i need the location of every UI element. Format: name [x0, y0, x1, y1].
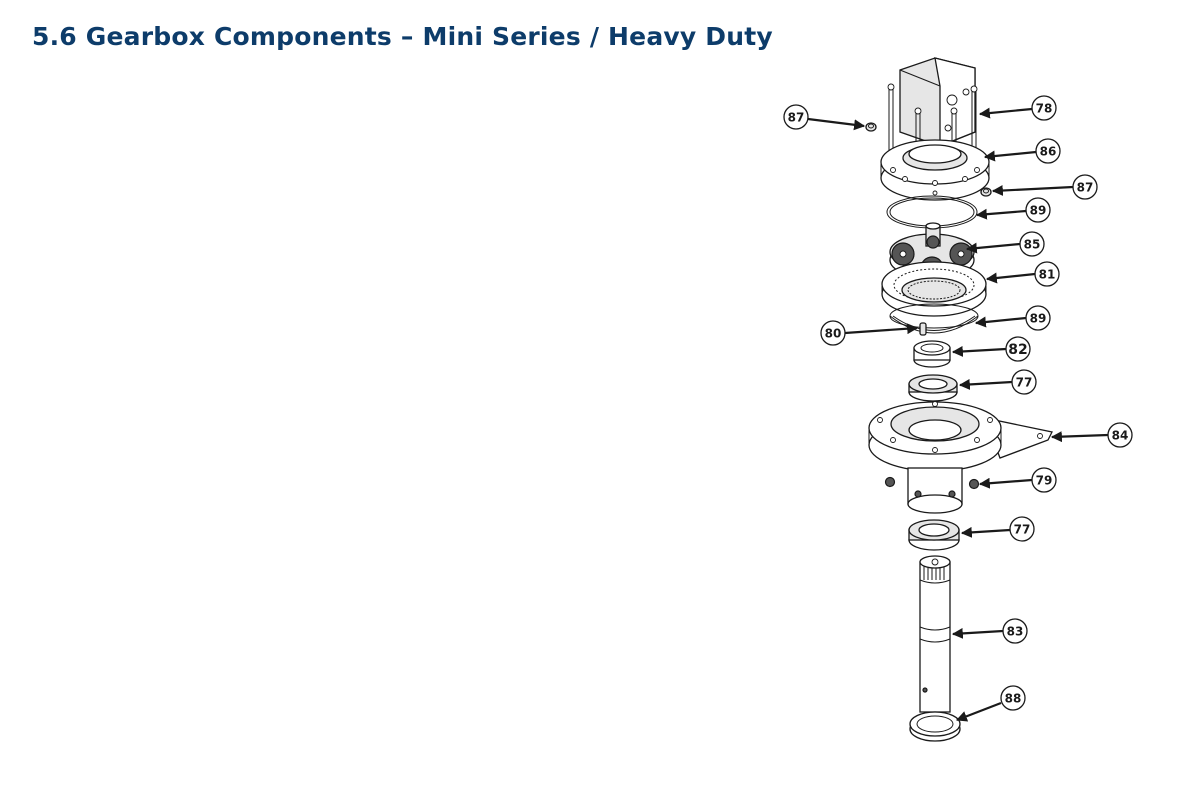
callout-89-top: 89: [1025, 197, 1051, 223]
callout-79: 79: [1031, 467, 1057, 493]
plug-left: [865, 122, 877, 132]
callout-label: 88: [1005, 692, 1022, 706]
callout-label: 77: [1014, 523, 1031, 537]
callout-label: 89: [1030, 312, 1047, 326]
callout-label: 78: [1036, 102, 1053, 116]
callout-label: 85: [1024, 238, 1041, 252]
bearing-bottom: [908, 519, 960, 551]
callout-81: 81: [1034, 261, 1060, 287]
callout-78: 78: [1031, 95, 1057, 121]
leader-lines: [807, 107, 1109, 722]
callout-88: 88: [1000, 685, 1026, 711]
callout-80: 80: [820, 320, 846, 346]
callout-77-bottom: 77: [1009, 516, 1035, 542]
callout-89-bottom: 89: [1025, 305, 1051, 331]
o-ring-bottom: [889, 303, 979, 334]
adapter-flange: [880, 139, 990, 201]
nuts: [884, 476, 980, 490]
callout-label: 80: [825, 327, 842, 341]
callout-77-top: 77: [1011, 369, 1037, 395]
callout-label: 81: [1039, 268, 1056, 282]
callout-label: 87: [1077, 181, 1094, 195]
shaft-seal: [909, 711, 961, 742]
bearing-top: [908, 374, 958, 402]
callout-label: 89: [1030, 204, 1047, 218]
callout-label: 83: [1007, 625, 1024, 639]
callout-label: 77: [1016, 376, 1033, 390]
callout-label: 84: [1112, 429, 1129, 443]
callout-87-right: 87: [1072, 174, 1098, 200]
motor-housing-with-bolts: [887, 57, 978, 168]
callout-85: 85: [1019, 231, 1045, 257]
gearbox-housing: [868, 401, 1053, 514]
callout-label: 87: [788, 111, 805, 125]
ring-gear: [881, 261, 987, 317]
callout-84: 84: [1107, 422, 1133, 448]
spacer-bushing: [913, 340, 951, 368]
callout-label: 82: [1008, 342, 1027, 358]
callout-82: 82: [1005, 336, 1031, 362]
callout-83: 83: [1002, 618, 1028, 644]
callout-label: 86: [1040, 145, 1057, 159]
callout-label: 79: [1036, 474, 1053, 488]
callout-87-top-left: 87: [783, 104, 809, 130]
page-title: 5.6 Gearbox Components – Mini Series / H…: [32, 22, 773, 51]
plug-right: [980, 187, 992, 197]
key: [919, 322, 927, 336]
callout-86: 86: [1035, 138, 1061, 164]
output-shaft: [919, 555, 951, 713]
